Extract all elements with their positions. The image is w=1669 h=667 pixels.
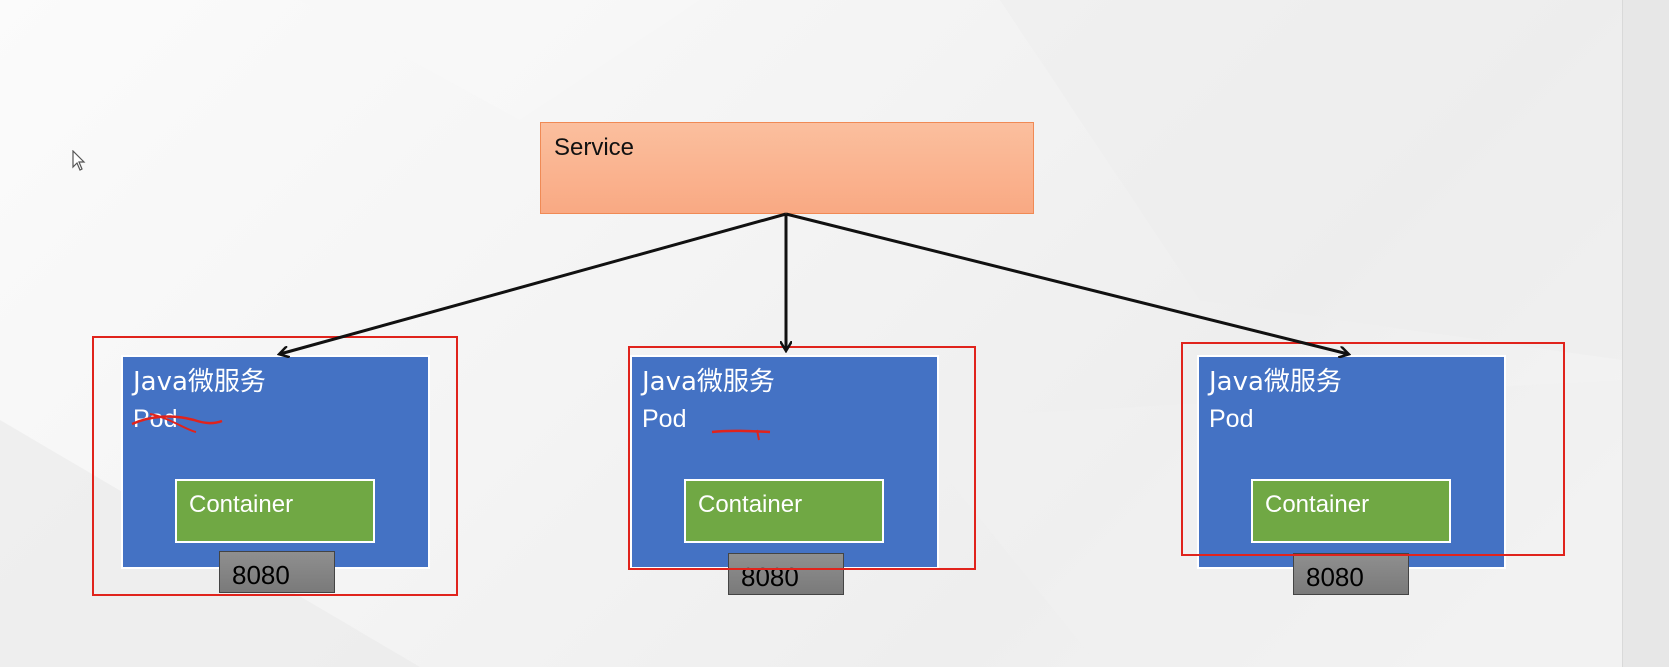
pod-2-container: Container bbox=[684, 479, 884, 543]
pod-2-port: 8080 bbox=[728, 553, 844, 595]
pod-2-port-label: 8080 bbox=[741, 562, 799, 592]
mouse-pointer-icon bbox=[72, 149, 86, 176]
pod-1-port-label: 8080 bbox=[232, 560, 290, 590]
pod-1-highlight-frame bbox=[92, 336, 458, 596]
pod-1: Java微服务 Pod Container bbox=[121, 355, 430, 569]
pod-2-highlight-frame bbox=[628, 346, 976, 570]
pod-3-title: Java微服务 bbox=[1209, 367, 1342, 397]
pod-2-container-label: Container bbox=[698, 491, 803, 518]
pod-3-container-label: Container bbox=[1265, 491, 1370, 518]
pod-3-subtitle: Pod bbox=[1209, 405, 1254, 433]
pod-2: Java微服务 Pod Container bbox=[630, 355, 939, 569]
right-edge-panel bbox=[1622, 0, 1669, 667]
pod-2-title: Java微服务 bbox=[642, 367, 775, 397]
pod-3-port: 8080 bbox=[1293, 553, 1409, 595]
pod-1-container-label: Container bbox=[189, 491, 294, 518]
pod-1-port: 8080 bbox=[219, 551, 335, 593]
pod-3-highlight-frame bbox=[1181, 342, 1565, 556]
pod-3-container: Container bbox=[1251, 479, 1451, 543]
pod-3-port-label: 8080 bbox=[1306, 562, 1364, 592]
pod-1-title: Java微服务 bbox=[133, 367, 266, 397]
service-box: Service bbox=[540, 122, 1034, 214]
pod-1-container: Container bbox=[175, 479, 375, 543]
pod-3: Java微服务 Pod Container bbox=[1197, 355, 1506, 569]
pod-2-subtitle: Pod bbox=[642, 405, 687, 433]
service-label: Service bbox=[554, 134, 635, 161]
